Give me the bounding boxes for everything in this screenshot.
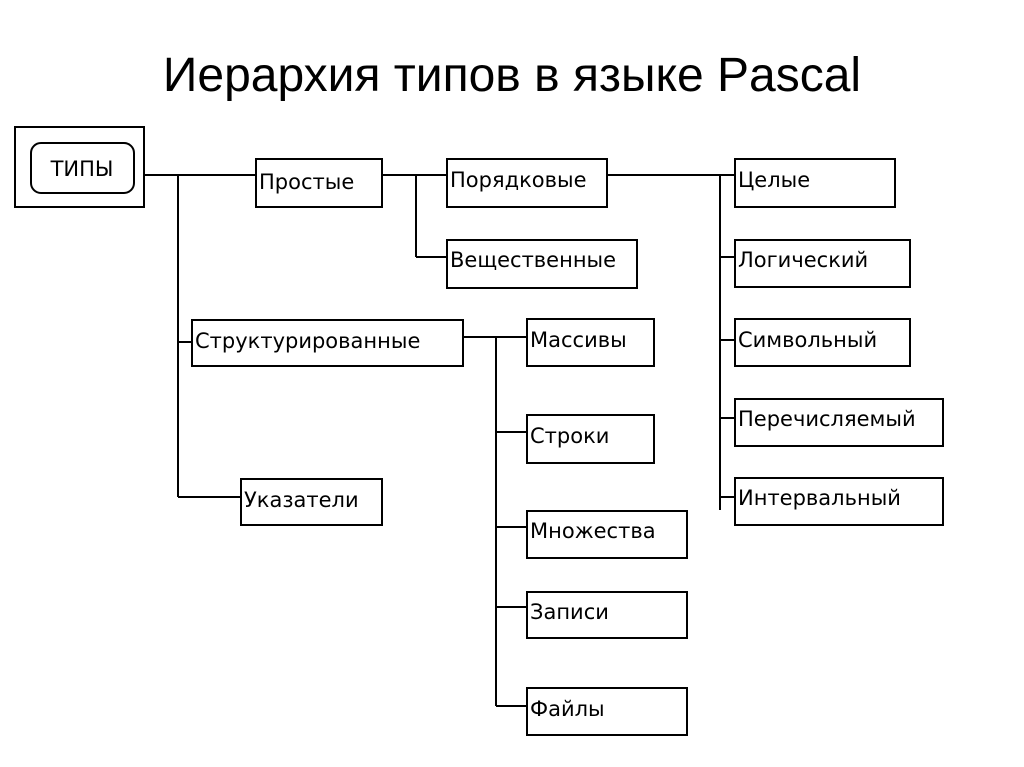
- node-char-label: Символьный: [738, 328, 877, 352]
- node-boolean: Логический: [734, 239, 911, 288]
- connector-lines: [144, 174, 735, 707]
- node-enumerated-label: Перечисляемый: [738, 407, 916, 431]
- page-title: Иерархия типов в языке Pascal: [162, 49, 862, 102]
- node-boolean-label: Логический: [738, 248, 868, 272]
- node-real: Вещественные: [446, 239, 638, 289]
- node-arrays-label: Массивы: [530, 328, 627, 352]
- node-enumerated: Перечисляемый: [734, 398, 944, 447]
- node-integer: Целые: [734, 158, 896, 208]
- node-ordinal: Порядковые: [446, 158, 608, 208]
- node-simple-label: Простые: [259, 170, 354, 194]
- node-char: Символьный: [734, 318, 911, 367]
- node-files-label: Файлы: [530, 697, 605, 721]
- node-arrays: Массивы: [526, 318, 655, 367]
- node-simple: Простые: [255, 158, 383, 208]
- node-pointers-label: Указатели: [244, 488, 359, 512]
- node-root: ТИПЫ: [14, 126, 145, 208]
- node-ordinal-label: Порядковые: [450, 168, 587, 192]
- node-interval: Интервальный: [734, 477, 944, 526]
- node-strings-label: Строки: [530, 424, 609, 448]
- node-structured-label: Структурированные: [195, 329, 420, 353]
- node-root-label: ТИПЫ: [50, 157, 114, 181]
- node-pointers: Указатели: [240, 478, 383, 526]
- node-interval-label: Интервальный: [738, 486, 901, 510]
- node-files: Файлы: [526, 687, 688, 736]
- node-structured: Структурированные: [191, 319, 464, 367]
- node-sets-label: Множества: [530, 519, 656, 543]
- node-real-label: Вещественные: [450, 248, 616, 272]
- node-sets: Множества: [526, 510, 688, 559]
- node-strings: Строки: [526, 414, 655, 464]
- node-integer-label: Целые: [738, 168, 810, 192]
- node-records: Записи: [526, 591, 688, 639]
- node-records-label: Записи: [530, 600, 609, 624]
